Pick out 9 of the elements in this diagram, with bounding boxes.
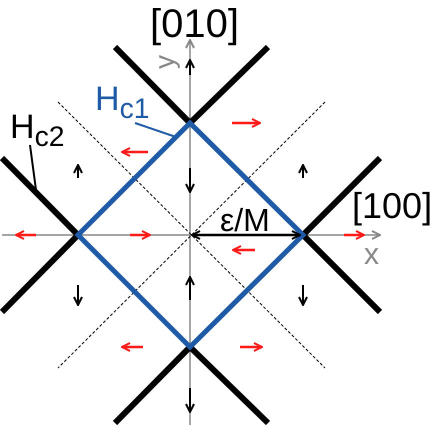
leader-line xyxy=(134,122,176,138)
direction-label: [100] xyxy=(352,188,432,224)
direction-label: [010] xyxy=(150,4,239,44)
leader-line xyxy=(29,144,37,190)
field-label: H$_{c2}$ xyxy=(10,110,64,152)
axis-label: y xyxy=(151,55,179,69)
dimension-label: ε/M xyxy=(220,204,270,236)
field-label: H$_{c1}$ xyxy=(95,82,150,124)
axis-label: x xyxy=(364,240,379,270)
